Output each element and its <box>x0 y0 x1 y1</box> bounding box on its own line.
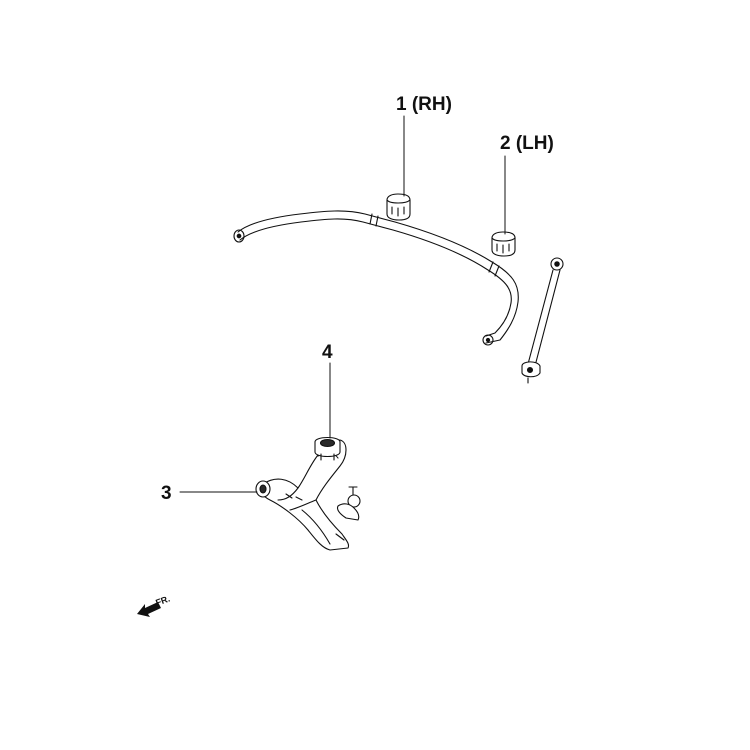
control-arm-rear-bushing <box>314 436 341 461</box>
callout-part-4: 4 <box>322 342 333 363</box>
callout-part-3: 3 <box>161 483 172 504</box>
stabilizer-bar <box>233 210 519 346</box>
front-direction-arrow-icon: FR. <box>137 594 171 617</box>
lower-control-arm <box>260 439 350 551</box>
callout-part-2-lh: 2 (LH) <box>500 133 554 154</box>
ball-joint <box>336 486 361 521</box>
control-arm-front-bushing <box>255 480 271 498</box>
stabilizer-bushing-rh <box>386 193 411 221</box>
leader-lines <box>179 115 506 493</box>
callout-part-1-rh: 1 (RH) <box>396 94 452 115</box>
front-direction-label: FR. <box>154 594 171 608</box>
stabilizer-bushing-lh <box>491 231 516 257</box>
stabilizer-link <box>521 257 564 384</box>
